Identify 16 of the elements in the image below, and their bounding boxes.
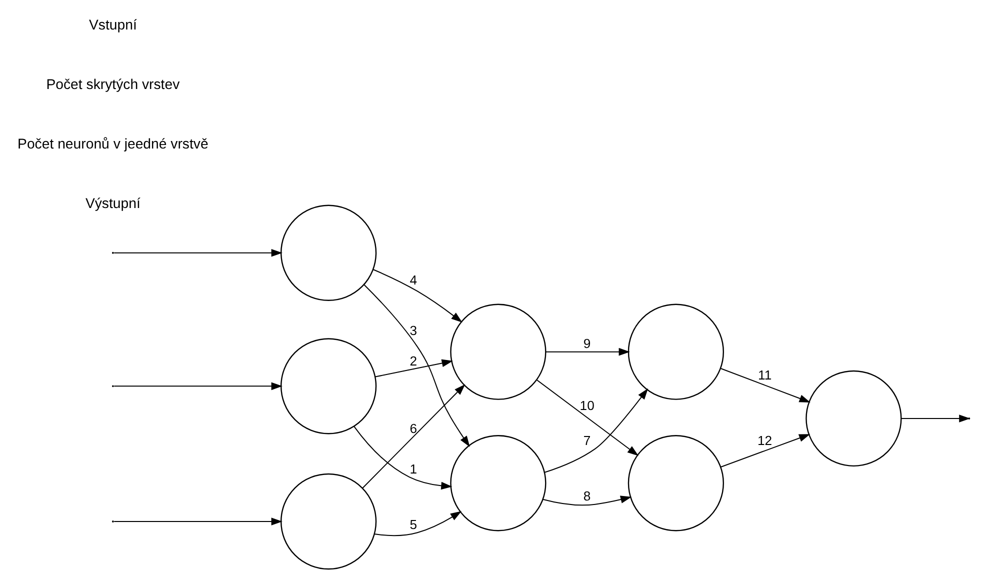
edge-label: 6	[410, 421, 418, 436]
edge-label: 12	[758, 433, 772, 448]
edge-label: 11	[758, 368, 772, 383]
label: Počet skrytých vrstev	[46, 76, 180, 92]
edge-label: 10	[580, 398, 594, 413]
label: Počet neuronů v jeedné vrstvě	[18, 136, 208, 152]
edge-label: 8	[583, 488, 591, 504]
label: Vstupní	[88, 16, 137, 32]
label: Výstupní	[85, 195, 140, 212]
edge-label: 9	[583, 336, 591, 352]
edge-label: 5	[410, 516, 418, 532]
edge-label: 7	[583, 433, 591, 448]
edge-label: 2	[410, 353, 418, 368]
edge-label: 3	[410, 323, 418, 338]
edge-label: 1	[410, 461, 418, 476]
edge-label: 4	[410, 272, 418, 288]
